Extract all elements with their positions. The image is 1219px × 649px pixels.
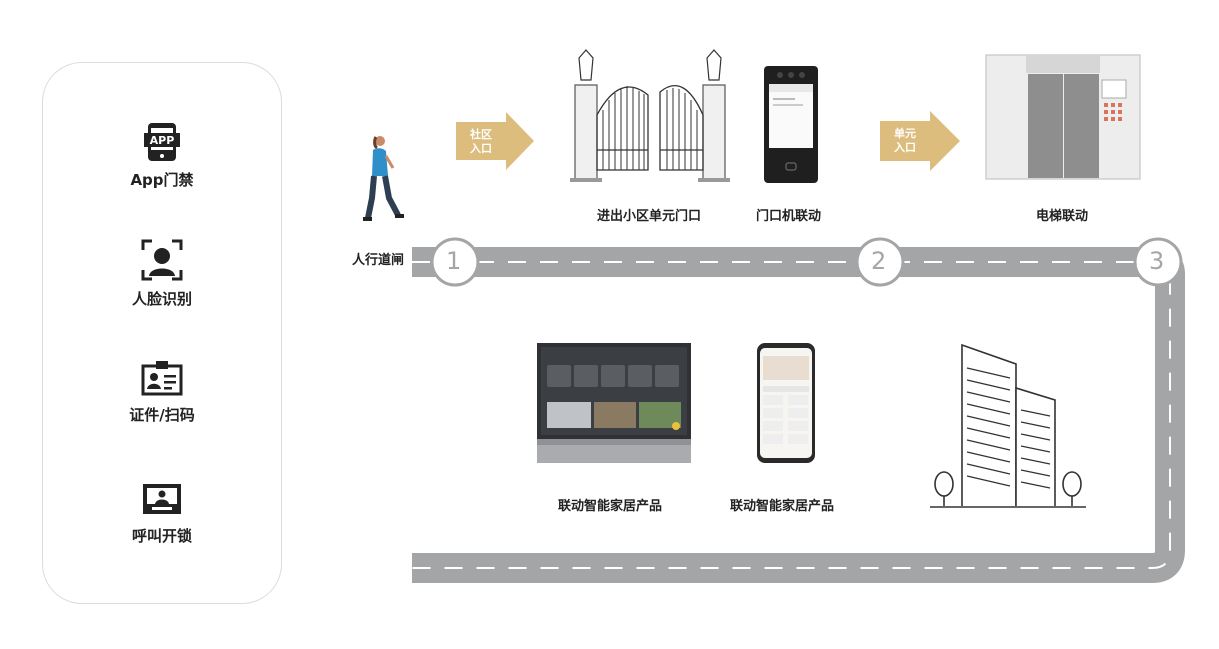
sidebar-item-label: App门禁 [130, 171, 194, 189]
arrow-community-entrance [456, 112, 534, 170]
arrow-unit-text: 单元 入口 [894, 127, 916, 155]
gate-label: 进出小区单元门口 [597, 209, 702, 224]
step-marker-2 [855, 237, 905, 287]
face-recognition-icon [141, 239, 183, 281]
step-number-3: 3 [1149, 247, 1165, 275]
id-card-icon [141, 361, 183, 396]
sidebar-item-app: APP App门禁 [43, 121, 281, 190]
sidebar-item-label: 证件/扫码 [129, 406, 195, 424]
arrow-community-line1: 社区 [470, 128, 492, 141]
app-phone-icon: APP [144, 123, 180, 161]
arrow-unit-line2: 入口 [894, 141, 916, 154]
smartphone-label: 联动智能家居产品 [730, 499, 835, 514]
step-number-2: 2 [871, 247, 887, 275]
svg-text:APP: APP [150, 134, 175, 147]
arrow-community-line2: 入口 [470, 142, 492, 155]
arrow-community-text: 社区 入口 [470, 128, 492, 156]
sidebar-item-label: 人脸识别 [131, 290, 192, 308]
step-marker-1 [430, 237, 480, 287]
elevator-illustration [985, 54, 1141, 180]
door-station-label: 门口机联动 [756, 209, 822, 224]
elevator-label: 电梯联动 [1036, 209, 1089, 224]
arrow-unit-entrance [880, 111, 960, 171]
sidebar-item-label: 呼叫开锁 [131, 527, 192, 545]
step-marker-3 [1133, 237, 1183, 287]
smart-panel-label: 联动智能家居产品 [558, 499, 663, 514]
step-number-1: 1 [446, 247, 462, 275]
smartphone-illustration [757, 343, 815, 463]
arrow-unit-line1: 单元 [894, 127, 916, 140]
pedestrian-illustration [363, 136, 404, 221]
sidebar-item-face: 人脸识别 [43, 238, 281, 309]
pedestrian-gate-label: 人行道闸 [352, 253, 405, 268]
community-gate-illustration [570, 49, 730, 182]
smart-panel-illustration [537, 343, 691, 463]
sidebar-item-call: 呼叫开锁 [43, 481, 281, 546]
buildings-illustration [930, 343, 1086, 508]
access-methods-panel: APP App门禁 人脸识别 证件/扫码 [42, 62, 282, 604]
door-station-illustration [764, 66, 818, 183]
sidebar-item-id: 证件/扫码 [43, 358, 281, 425]
video-intercom-icon [143, 484, 181, 514]
